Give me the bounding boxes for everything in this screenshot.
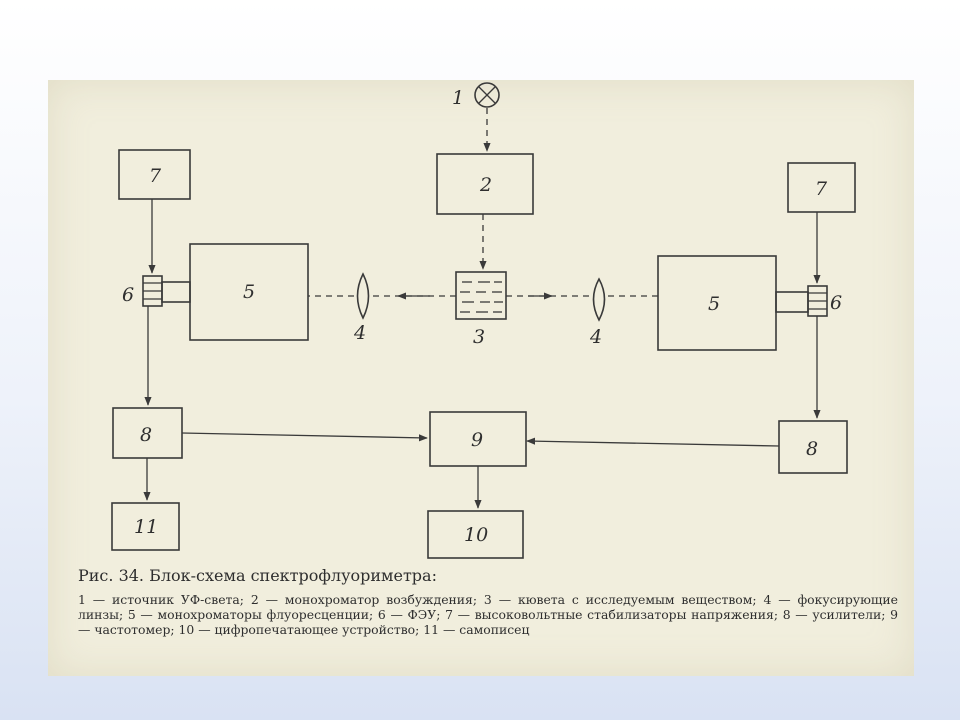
label-4-right: 4 (589, 326, 602, 348)
wire-left-amplifier-to-frequency-meter (181, 432, 428, 442)
right-pmt (807, 285, 828, 317)
label-11: 11 (134, 516, 158, 538)
label-8-left: 8 (140, 424, 152, 446)
cuvette (455, 271, 507, 320)
right-amplifier-box (778, 420, 848, 474)
label-6-left: 6 (122, 284, 134, 306)
right-pmt-coupling (775, 291, 809, 313)
figure-caption: Рис. 34. Блок-схема спектрофлуориметра: … (78, 566, 898, 638)
caption-legend: 1 — источник УФ-света; 2 — монохроматор … (78, 592, 898, 638)
left-hv-stabilizer-box (118, 149, 191, 200)
label-9: 9 (471, 429, 483, 451)
left-pmt-coupling (161, 281, 191, 303)
uv-source-lamp (474, 82, 500, 108)
label-7-left: 7 (149, 165, 162, 187)
label-10: 10 (464, 524, 488, 546)
wire-right-amplifier-to-frequency-meter (526, 437, 780, 447)
scanned-figure (48, 80, 914, 676)
excitation-monochromator-box (436, 153, 534, 215)
left-focusing-lens (356, 272, 370, 320)
label-5-right: 5 (708, 293, 720, 315)
digital-printer-box (427, 510, 524, 559)
label-8-right: 8 (806, 438, 818, 460)
label-2: 2 (479, 174, 492, 196)
right-hv-stabilizer-box (787, 162, 856, 213)
left-pmt (142, 275, 163, 307)
chart-recorder-box (111, 502, 180, 551)
label-7-right: 7 (815, 178, 828, 200)
caption-title: Рис. 34. Блок-схема спектрофлуориметра: (78, 566, 437, 585)
label-4-left: 4 (353, 322, 366, 344)
label-5-left: 5 (243, 281, 255, 303)
label-6-right: 6 (830, 292, 842, 314)
label-1: 1 (452, 87, 464, 109)
label-3: 3 (473, 326, 485, 348)
right-focusing-lens (592, 277, 606, 322)
